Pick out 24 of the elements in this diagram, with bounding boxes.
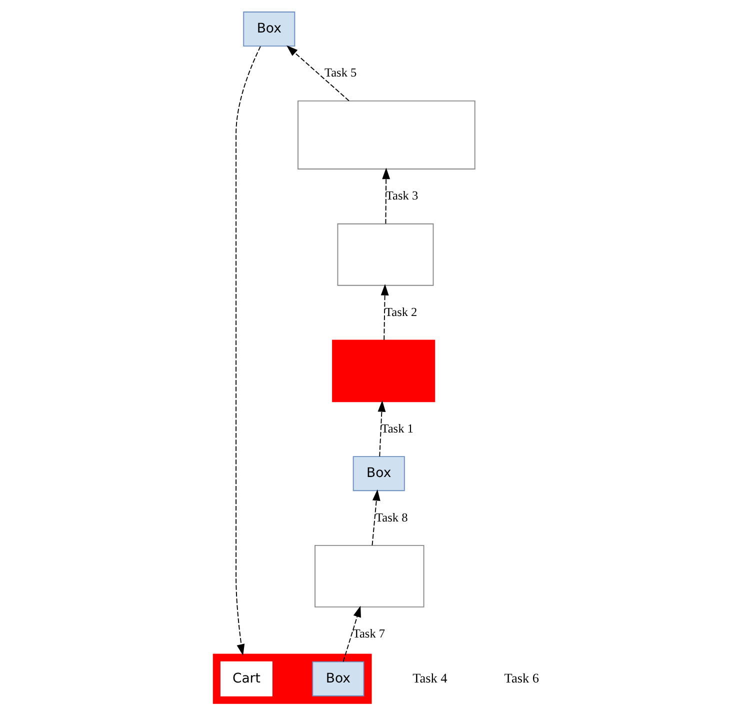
arrow (380, 284, 388, 340)
edge-label: Task 3 (385, 188, 418, 203)
label: Task 6 (504, 670, 539, 686)
node-box: Box (312, 661, 364, 696)
arrow (371, 489, 380, 546)
edge-label: Task 8 (375, 510, 408, 524)
arrow (235, 46, 260, 656)
node-box: Box (352, 456, 404, 492)
arrow (382, 168, 390, 224)
node-box (332, 340, 435, 402)
node-box (297, 100, 475, 170)
label: Task 4 (412, 670, 447, 686)
arrow (377, 400, 386, 457)
node-box (314, 544, 424, 608)
node-box (336, 223, 434, 286)
arrow (286, 45, 349, 102)
edge-label: Task 5 (324, 66, 356, 80)
arrow (342, 606, 360, 662)
node-box: Box (242, 12, 295, 47)
edge-label: Task 2 (384, 305, 417, 320)
edge-label: Task 1 (380, 421, 413, 436)
edge-label: Task 7 (352, 626, 385, 641)
cluster (212, 654, 372, 704)
node-box: Cart (220, 661, 272, 696)
